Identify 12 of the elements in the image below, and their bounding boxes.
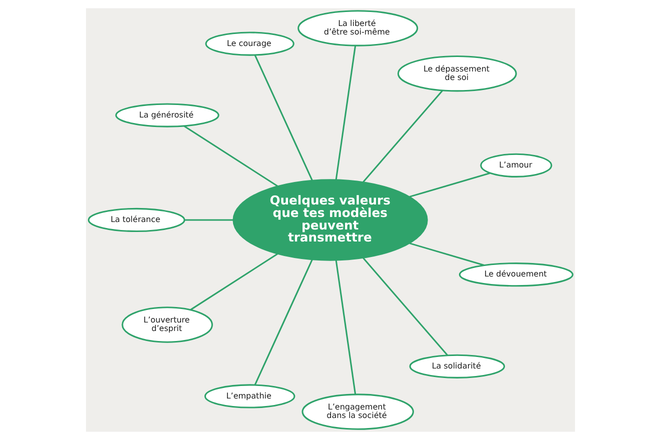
connector xyxy=(362,90,442,183)
connector xyxy=(408,242,484,266)
connector xyxy=(190,253,278,310)
connector xyxy=(408,172,490,198)
connector xyxy=(254,259,312,386)
connector xyxy=(254,54,312,181)
connector xyxy=(184,219,233,221)
connector xyxy=(362,257,448,356)
node-ellipse: Quelques valeurs que tes modèles peuvent transmettre xyxy=(232,179,428,261)
connector xyxy=(334,46,356,180)
connector xyxy=(183,125,278,187)
connector xyxy=(334,260,356,394)
